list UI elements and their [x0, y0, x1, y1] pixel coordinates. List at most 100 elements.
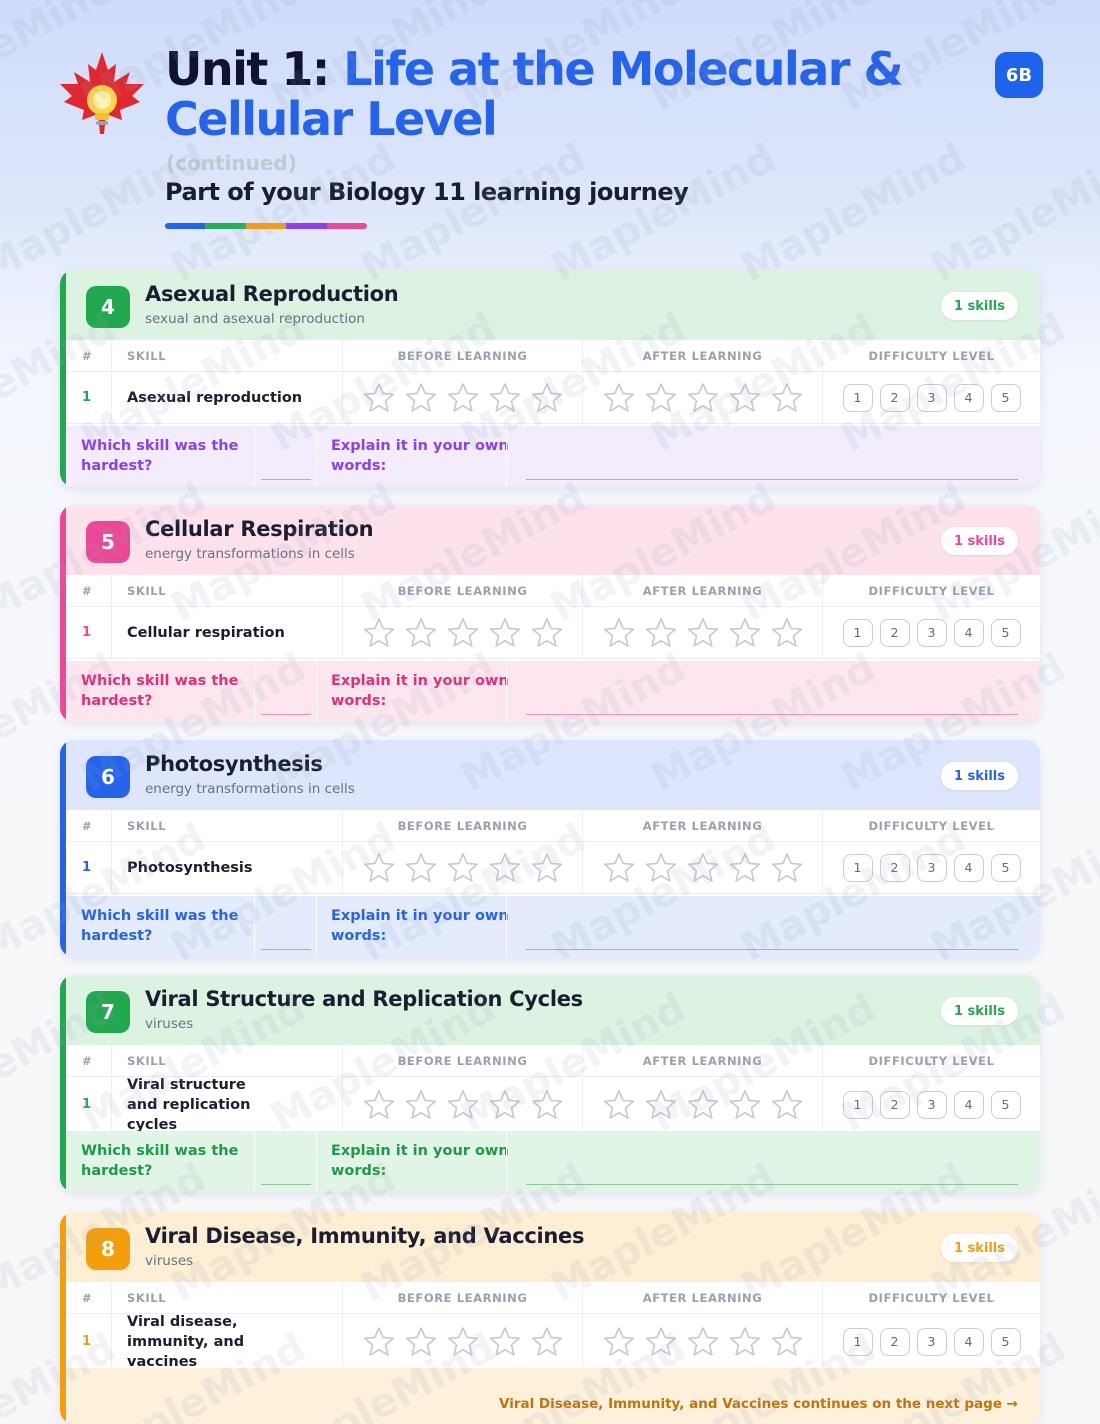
star-rating-icon[interactable] — [488, 1325, 522, 1359]
star-rating-icon[interactable] — [770, 851, 804, 885]
star-rating-icon[interactable] — [686, 1325, 720, 1359]
star-rating-icon[interactable] — [530, 1088, 564, 1122]
after-learning-rating[interactable] — [583, 372, 823, 423]
star-rating-icon[interactable] — [728, 381, 762, 415]
star-rating-icon[interactable] — [602, 1325, 636, 1359]
star-rating-icon[interactable] — [446, 381, 480, 415]
star-rating-icon[interactable] — [446, 1088, 480, 1122]
star-rating-icon[interactable] — [728, 1325, 762, 1359]
before-learning-rating[interactable] — [343, 1077, 583, 1132]
reflection-divider — [506, 426, 507, 487]
star-rating-icon[interactable] — [404, 616, 438, 650]
before-learning-rating[interactable] — [343, 607, 583, 658]
hardest-skill-answer-line[interactable] — [261, 714, 311, 715]
explain-answer-line[interactable] — [526, 714, 1018, 715]
star-rating-icon[interactable] — [686, 616, 720, 650]
star-rating-icon[interactable] — [728, 616, 762, 650]
star-rating-icon[interactable] — [362, 616, 396, 650]
difficulty-option[interactable]: 2 — [879, 618, 910, 647]
star-rating-icon[interactable] — [530, 1325, 564, 1359]
star-rating-icon[interactable] — [770, 381, 804, 415]
before-learning-rating[interactable] — [343, 842, 583, 893]
star-rating-icon[interactable] — [362, 1325, 396, 1359]
after-learning-rating[interactable] — [583, 607, 823, 658]
explain-answer-line[interactable] — [526, 1184, 1018, 1185]
star-rating-icon[interactable] — [446, 851, 480, 885]
difficulty-option[interactable]: 5 — [990, 618, 1021, 647]
difficulty-option[interactable]: 1 — [842, 618, 873, 647]
star-rating-icon[interactable] — [488, 381, 522, 415]
star-rating-icon[interactable] — [770, 1325, 804, 1359]
difficulty-option[interactable]: 2 — [879, 383, 910, 412]
difficulty-option[interactable]: 4 — [953, 1327, 984, 1356]
star-rating-icon[interactable] — [644, 1088, 678, 1122]
star-rating-icon[interactable] — [446, 616, 480, 650]
star-rating-icon[interactable] — [770, 616, 804, 650]
after-learning-rating[interactable] — [583, 1314, 823, 1369]
explain-answer-line[interactable] — [526, 479, 1018, 480]
difficulty-option[interactable]: 3 — [916, 1090, 947, 1119]
difficulty-option[interactable]: 3 — [916, 383, 947, 412]
star-rating-icon[interactable] — [602, 381, 636, 415]
star-rating-icon[interactable] — [404, 381, 438, 415]
star-rating-icon[interactable] — [770, 1088, 804, 1122]
star-rating-icon[interactable] — [644, 851, 678, 885]
difficulty-option[interactable]: 5 — [990, 853, 1021, 882]
before-learning-rating[interactable] — [343, 1314, 583, 1369]
star-rating-icon[interactable] — [602, 616, 636, 650]
star-rating-icon[interactable] — [602, 1088, 636, 1122]
difficulty-option[interactable]: 5 — [990, 1327, 1021, 1356]
star-rating-icon[interactable] — [362, 1088, 396, 1122]
difficulty-option[interactable]: 3 — [916, 853, 947, 882]
star-rating-icon[interactable] — [644, 381, 678, 415]
difficulty-option[interactable]: 3 — [916, 618, 947, 647]
star-rating-icon[interactable] — [530, 616, 564, 650]
difficulty-option[interactable]: 1 — [842, 853, 873, 882]
star-rating-icon[interactable] — [644, 1325, 678, 1359]
star-rating-icon[interactable] — [488, 851, 522, 885]
after-learning-rating[interactable] — [583, 842, 823, 893]
difficulty-option[interactable]: 4 — [953, 1090, 984, 1119]
difficulty-option[interactable]: 3 — [916, 1327, 947, 1356]
before-learning-rating[interactable] — [343, 372, 583, 423]
star-rating-icon[interactable] — [404, 1325, 438, 1359]
star-rating-icon[interactable] — [686, 1088, 720, 1122]
hardest-skill-answer-line[interactable] — [261, 479, 311, 480]
star-rating-icon[interactable] — [728, 851, 762, 885]
star-rating-icon[interactable] — [530, 381, 564, 415]
star-rating-icon[interactable] — [362, 851, 396, 885]
difficulty-option[interactable]: 4 — [953, 618, 984, 647]
difficulty-option[interactable]: 1 — [842, 1090, 873, 1119]
star-rating-icon[interactable] — [404, 851, 438, 885]
star-rating-icon[interactable] — [686, 851, 720, 885]
difficulty-option[interactable]: 2 — [879, 853, 910, 882]
star-rating-icon[interactable] — [602, 851, 636, 885]
difficulty-option[interactable]: 2 — [879, 1327, 910, 1356]
after-learning-rating[interactable] — [583, 1077, 823, 1132]
difficulty-option[interactable]: 2 — [879, 1090, 910, 1119]
star-rating-icon[interactable] — [404, 1088, 438, 1122]
difficulty-option[interactable]: 5 — [990, 1090, 1021, 1119]
difficulty-option[interactable]: 4 — [953, 853, 984, 882]
difficulty-option[interactable]: 1 — [842, 383, 873, 412]
star-rating-icon[interactable] — [488, 1088, 522, 1122]
star-rating-icon[interactable] — [644, 616, 678, 650]
hardest-skill-answer-line[interactable] — [261, 1184, 311, 1185]
hardest-skill-answer-line[interactable] — [261, 949, 311, 950]
difficulty-option[interactable]: 5 — [990, 383, 1021, 412]
star-rating-icon[interactable] — [488, 616, 522, 650]
star-rating-icon[interactable] — [686, 381, 720, 415]
difficulty-option[interactable]: 1 — [842, 1327, 873, 1356]
star-rating-icon[interactable] — [728, 1088, 762, 1122]
difficulty-option[interactable]: 4 — [953, 383, 984, 412]
star-rating-icon[interactable] — [446, 1325, 480, 1359]
explain-answer-line[interactable] — [526, 949, 1018, 950]
star-rating-icon[interactable] — [362, 381, 396, 415]
star-rating-icon[interactable] — [530, 851, 564, 885]
